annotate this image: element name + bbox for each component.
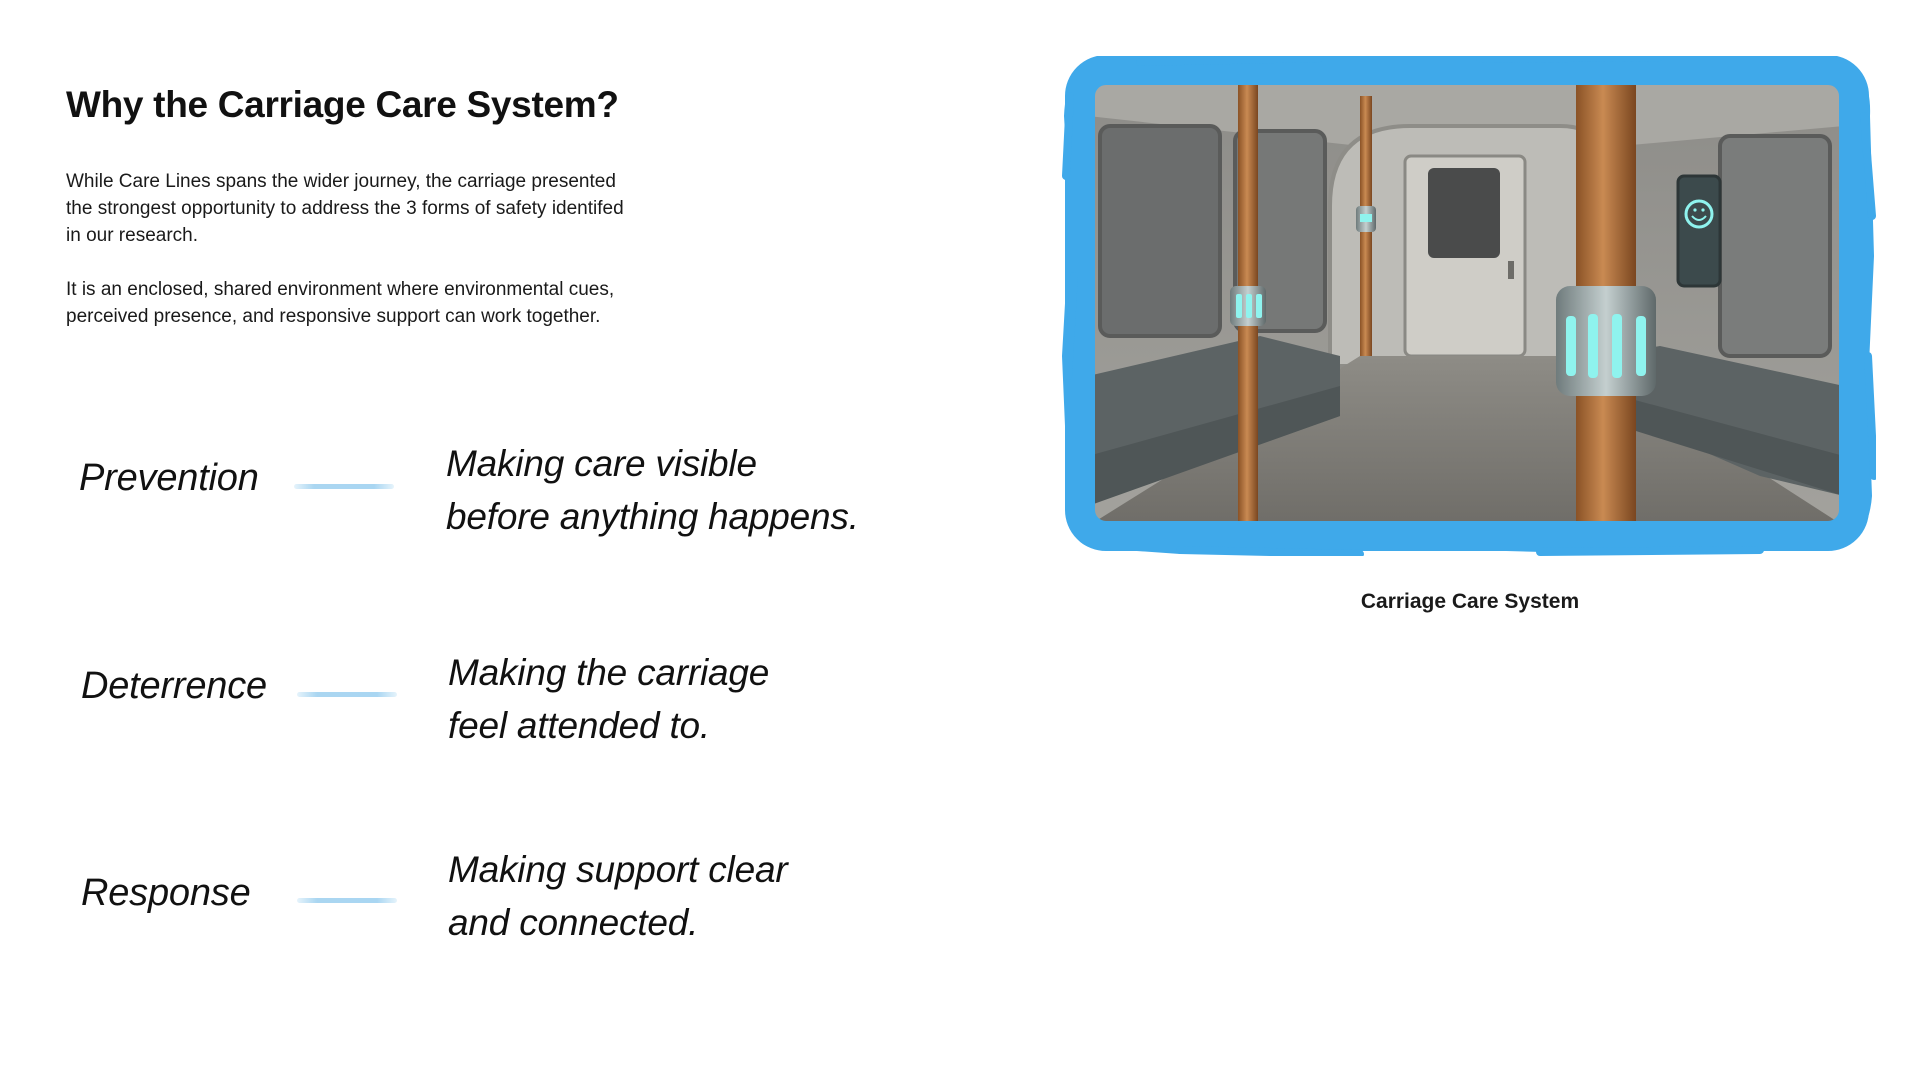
- intro-text: While Care Lines spans the wider journey…: [66, 168, 706, 357]
- pillar-term-deterrence: Deterrence: [81, 665, 267, 707]
- pillar-description-deterrence: Making the carriage feel attended to.: [448, 646, 769, 752]
- pillar-description-line: Making care visible: [446, 443, 757, 484]
- image-caption: Carriage Care System: [1360, 590, 1580, 613]
- intro-line: the strongest opportunity to address the…: [66, 198, 624, 219]
- pillar-description-line: and connected.: [448, 902, 699, 943]
- carriage-scene: [1088, 76, 1844, 528]
- intro-line: in our research.: [66, 225, 199, 246]
- pillar-connector-line: [297, 692, 397, 697]
- pillar-description-line: Making support clear: [448, 849, 788, 890]
- pillar-description-line: Making the carriage: [448, 652, 770, 693]
- page-title: Why the Carriage Care System?: [66, 84, 619, 125]
- pillar-description-line: feel attended to.: [448, 705, 710, 746]
- carriage-illustration: [1060, 56, 1876, 556]
- intro-line: It is an enclosed, shared environment wh…: [66, 279, 615, 300]
- intro-line: perceived presence, and responsive suppo…: [66, 306, 601, 327]
- pillar-description-line: before anything happens.: [446, 496, 859, 537]
- pillar-description-prevention: Making care visible before anything happ…: [446, 437, 859, 543]
- brush-frame-border: [1065, 56, 1869, 551]
- carriage-illustration-svg: [1062, 56, 1876, 556]
- intro-paragraph-1: While Care Lines spans the wider journey…: [66, 168, 706, 249]
- pillar-term-response: Response: [81, 872, 251, 914]
- pillar-description-response: Making support clear and connected.: [448, 843, 788, 949]
- intro-line: While Care Lines spans the wider journey…: [66, 171, 616, 192]
- pillar-term-prevention: Prevention: [79, 457, 259, 499]
- intro-paragraph-2: It is an enclosed, shared environment wh…: [66, 276, 706, 330]
- pillar-connector-line: [297, 898, 397, 903]
- pillar-connector-line: [294, 484, 394, 489]
